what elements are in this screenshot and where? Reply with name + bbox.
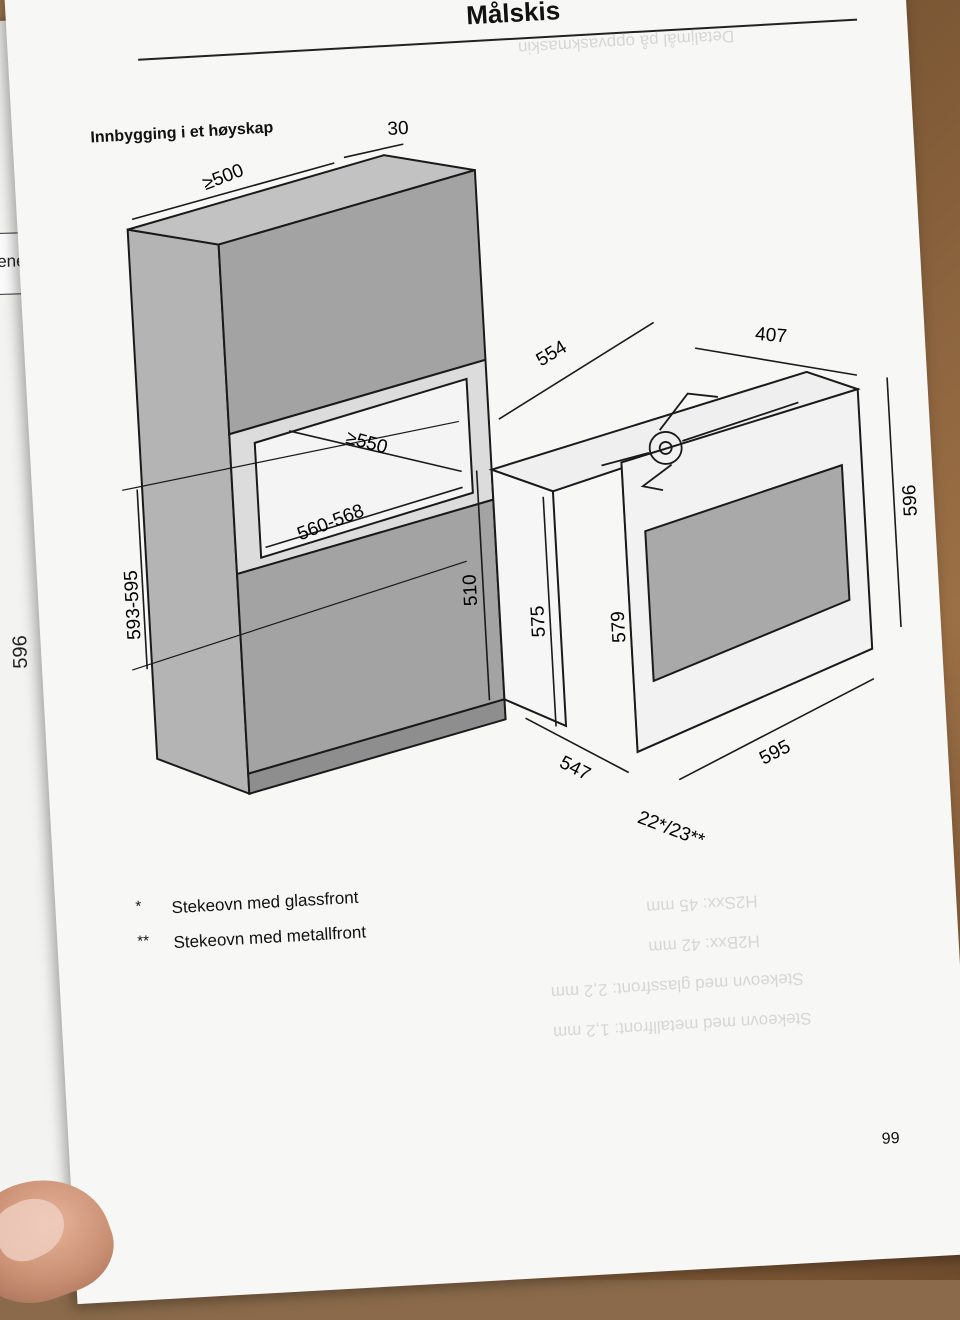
dim-line-oven-width-top — [695, 347, 858, 376]
dim-line-oven-height-575 — [542, 496, 557, 727]
page-number: 99 — [881, 1129, 901, 1148]
dim-oven-height-579: 579 — [608, 611, 631, 644]
dim-oven-depth-top: 554 — [533, 336, 571, 371]
dim-oven-height-575: 575 — [527, 605, 550, 638]
dim-line-oven-height-510 — [475, 470, 491, 701]
dim-extension-line — [132, 560, 467, 671]
dim-oven-height-510: 510 — [459, 574, 482, 607]
dim-oven-width-front: 595 — [756, 736, 794, 769]
footnote-text: Stekeovn med metallfront — [172, 922, 367, 953]
dim-extension-line — [122, 420, 459, 491]
bleed-through-text: Stekeovn med glassfront: 2,2 mm — [550, 969, 805, 1003]
left-page-number: 596 — [9, 635, 33, 669]
footnote-mark: ** — [136, 932, 150, 951]
dim-top-gap: 30 — [387, 118, 409, 140]
dim-line-niche-depth — [288, 430, 462, 473]
dim-line-niche-width — [265, 486, 463, 549]
page-content: Målskis Detaljmål på oppvaskmaskin H2Sxx… — [76, 0, 934, 1260]
dim-niche-height: 593-595 — [121, 570, 146, 641]
cabinet-installation-drawing: ≥500 30 ≥550 560-568 593-595 — [121, 118, 922, 852]
oven-side — [490, 468, 568, 728]
dim-line-oven-height-total — [886, 377, 902, 628]
dim-oven-front-thickness: 22*/23** — [635, 807, 708, 852]
dim-oven-depth-bottom: 547 — [556, 752, 594, 785]
dim-line-niche-height — [136, 489, 149, 670]
dim-oven-height-total: 596 — [899, 484, 922, 517]
dim-oven-width-top: 407 — [754, 324, 787, 348]
dim-line-oven-width-front — [678, 677, 875, 781]
dim-line-top-gap — [343, 143, 404, 159]
dim-line-oven-height-579 — [621, 472, 639, 753]
bleed-through-text: H2Bxx: 42 mm — [647, 931, 761, 957]
footnote-mark: * — [134, 897, 142, 916]
bleed-through-text: H2Sxx: 45 mm — [645, 891, 759, 917]
oven-window — [644, 463, 851, 683]
manual-page: Målskis Detaljmål på oppvaskmaskin H2Sxx… — [3, 0, 960, 1305]
niche-interior — [253, 377, 474, 560]
dim-line-oven-depth-top — [498, 321, 655, 420]
dim-line-oven-depth-bottom — [525, 717, 630, 774]
dim-line-top-depth — [131, 162, 335, 221]
bleed-through-text: Stekeovn med metallfront: 1,2 mm — [552, 1008, 813, 1043]
oven-burner-grate — [601, 392, 799, 492]
cabinet-plinth — [247, 698, 507, 796]
